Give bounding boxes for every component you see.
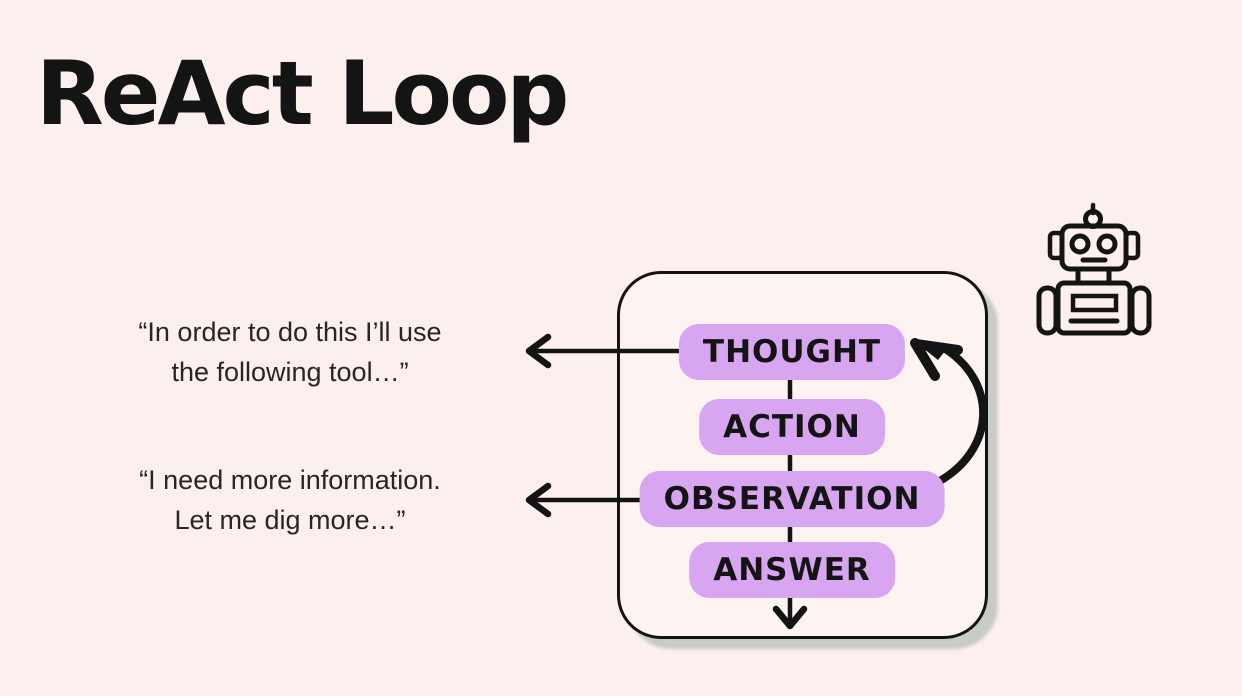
- step-pill-observation: OBSERVATION: [639, 471, 945, 527]
- annotation-thought-line1: “In order to do this I’ll use: [138, 317, 442, 347]
- annotation-observation: “I need more information. Let me dig mor…: [80, 460, 500, 540]
- annotation-observation-line1: “I need more information.: [139, 465, 441, 495]
- step-pill-action: ACTION: [699, 399, 885, 455]
- annotation-thought: “In order to do this I’ll use the follow…: [80, 312, 500, 392]
- step-pill-answer: ANSWER: [689, 542, 895, 598]
- annotation-observation-line2: Let me dig more…”: [174, 505, 406, 535]
- step-pill-thought: THOUGHT: [678, 324, 906, 380]
- annotation-thought-line2: the following tool…”: [171, 357, 409, 387]
- page-title: ReAct Loop: [36, 42, 569, 145]
- robot-icon: [1036, 202, 1152, 336]
